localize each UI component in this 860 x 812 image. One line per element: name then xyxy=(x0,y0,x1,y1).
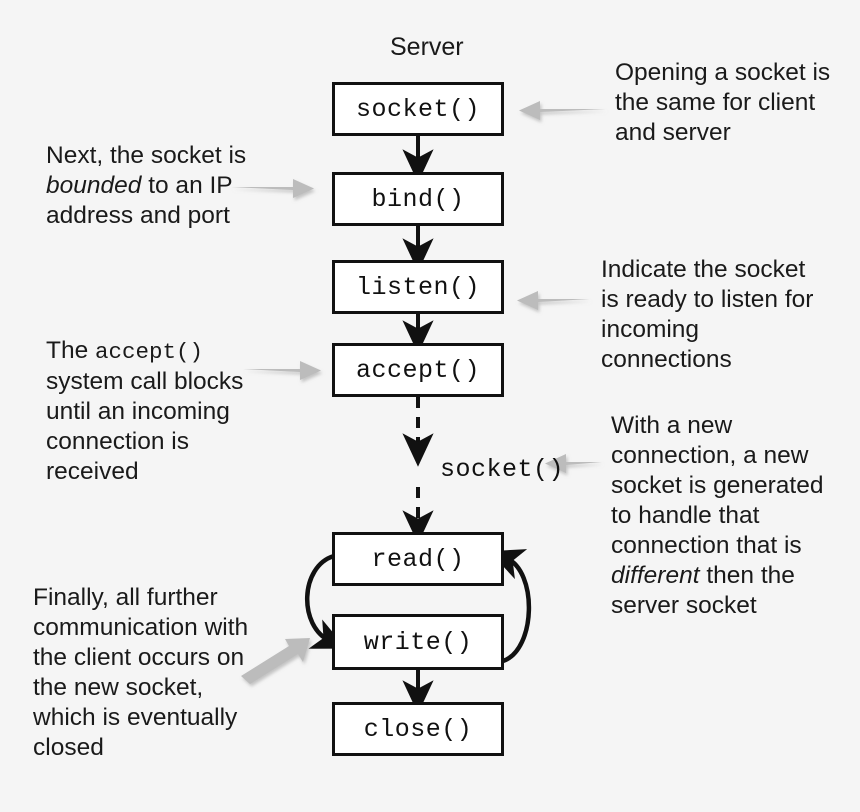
note-new-socket-line-3: socket is generated xyxy=(611,472,824,499)
note-accept-line-4: connection is xyxy=(46,428,190,455)
note-listen-line-4: connections xyxy=(601,346,732,373)
note-new-socket-line-6-rest: then the xyxy=(699,562,795,589)
node-write[interactable]: write() xyxy=(332,614,504,670)
note-final-line-6: closed xyxy=(33,734,104,761)
note-accept-prefix: The xyxy=(46,337,96,364)
note-final-line-1: Finally, all further xyxy=(33,584,218,611)
loop-arrow-write-to-read xyxy=(489,549,532,664)
node-close-label: close() xyxy=(363,714,473,744)
node-accept-label: accept() xyxy=(355,355,481,385)
note-listen-line-1: Indicate the socket xyxy=(601,256,806,283)
node-read-label: read() xyxy=(371,544,465,574)
node-write-label: write() xyxy=(363,627,473,657)
note-final-line-2: communication with xyxy=(33,614,249,641)
note-final-line-5: which is eventually xyxy=(33,704,238,731)
node-accept[interactable]: accept() xyxy=(332,343,504,397)
note-new-socket-line-2: connection, a new xyxy=(611,442,809,469)
note-new-socket-line-4: to handle that xyxy=(611,502,760,529)
note-new-socket-line-5: connection that is xyxy=(611,532,802,559)
note-bind-line-1: Next, the socket is xyxy=(46,142,247,169)
node-listen[interactable]: listen() xyxy=(332,260,504,314)
node-bind-label: bind() xyxy=(371,184,465,214)
note-accept-line-2: system call blocks xyxy=(46,368,244,395)
note-opening-socket-line-2: the same for client xyxy=(615,89,816,116)
note-accept-line-3: until an incoming xyxy=(46,398,230,425)
note-final-line-3: the client occurs on xyxy=(33,644,245,671)
node-bind[interactable]: bind() xyxy=(332,172,504,226)
callout-arrow-listen xyxy=(517,291,590,310)
note-accept: The accept() system call blocks until an… xyxy=(46,336,316,487)
note-final-line-4: the new socket, xyxy=(33,674,204,701)
note-opening-socket-line-3: and server xyxy=(615,119,731,146)
note-new-socket: With a new connection, a new socket is g… xyxy=(611,411,860,621)
note-new-socket-line-7: server socket xyxy=(611,592,757,619)
label-new-socket: socket() xyxy=(440,455,565,484)
node-socket-label: socket() xyxy=(355,94,481,124)
node-listen-label: listen() xyxy=(355,272,481,302)
loop-arrow-read-to-write xyxy=(305,553,347,649)
note-bind-line-2: bounded to an IP xyxy=(46,171,316,201)
note-bind-italic: bounded xyxy=(46,172,142,199)
note-accept-line-5: received xyxy=(46,458,139,485)
note-opening-socket-line-1: Opening a socket is xyxy=(615,59,831,86)
note-bind-line-3: address and port xyxy=(46,202,230,229)
note-new-socket-line-1: With a new xyxy=(611,412,733,439)
note-listen: Indicate the socket is ready to listen f… xyxy=(601,255,851,375)
node-socket[interactable]: socket() xyxy=(332,82,504,136)
callout-arrow-socket xyxy=(519,101,606,120)
note-accept-mono: accept() xyxy=(95,339,204,365)
node-read[interactable]: read() xyxy=(332,532,504,586)
note-bind-line-2-rest: to an IP xyxy=(141,172,233,199)
diagram-title: Server xyxy=(390,33,464,61)
note-new-socket-italic: different xyxy=(611,562,700,589)
note-final: Finally, all further communication with … xyxy=(33,583,303,763)
note-bind: Next, the socket is bounded to an IP add… xyxy=(46,141,316,231)
note-listen-line-2: is ready to listen for xyxy=(601,286,814,313)
note-new-socket-line-6: different then the xyxy=(611,561,860,591)
node-close[interactable]: close() xyxy=(332,702,504,756)
note-accept-line-1: The accept() xyxy=(46,336,316,367)
note-opening-socket: Opening a socket is the same for client … xyxy=(615,58,850,148)
note-listen-line-3: incoming xyxy=(601,316,700,343)
